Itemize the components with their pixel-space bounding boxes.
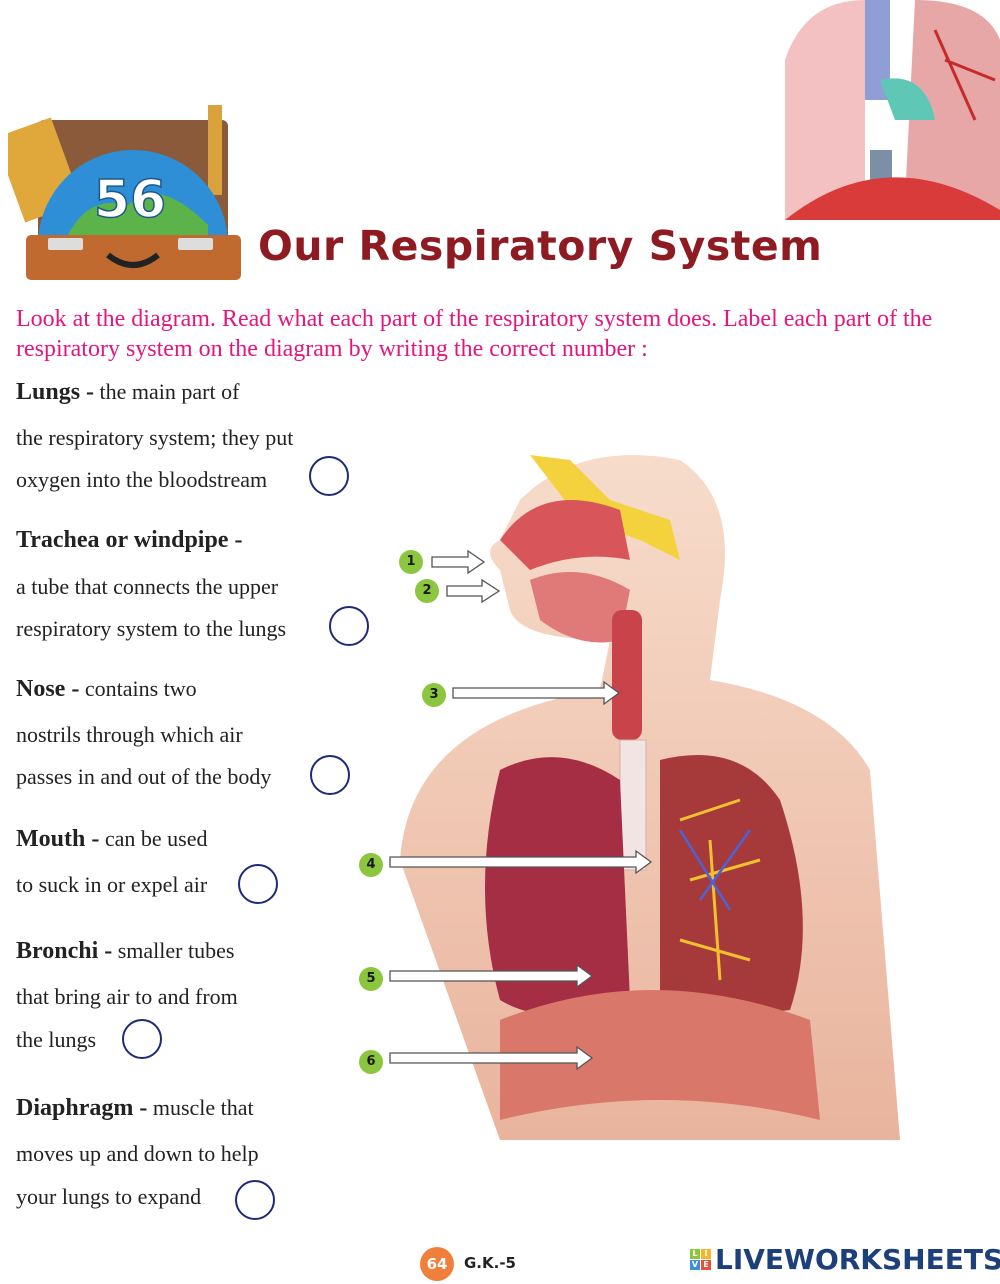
- instructions: Look at the diagram. Read what each part…: [16, 306, 933, 362]
- desc-text: your lungs to expand: [16, 1184, 202, 1209]
- desc-text: can be used: [104, 826, 208, 851]
- liveworksheets-logo-icon: L I V E: [690, 1249, 711, 1270]
- term-nose: Nose -: [16, 676, 80, 702]
- answer-circle-mouth[interactable]: [238, 864, 278, 904]
- desc-text: a tube that connects the upper: [16, 574, 279, 599]
- diaphragm-description-line: Diaphragm - muscle that: [16, 1095, 254, 1122]
- desc-text: the main part of: [99, 379, 240, 404]
- liveworksheets-brand[interactable]: L I V E LIVEWORKSHEETS: [690, 1243, 1000, 1276]
- label-badge-1: 1: [399, 550, 423, 574]
- label-badge-5: 5: [359, 967, 383, 991]
- desc-text: the lungs: [16, 1027, 97, 1052]
- desc-text: moves up and down to help: [16, 1141, 259, 1166]
- desc-text: oxygen into the bloodstream: [16, 467, 268, 492]
- term-trachea: Trachea or windpipe -: [16, 527, 243, 553]
- trachea-description-line: Trachea or windpipe -: [16, 527, 242, 554]
- mouth-description-line: Mouth - can be used: [16, 826, 207, 853]
- desc-text: the respiratory system; they put: [16, 425, 294, 450]
- term-diaphragm: Diaphragm -: [16, 1095, 148, 1121]
- desc-text: muscle that: [152, 1095, 254, 1120]
- label-badge-3: 3: [422, 683, 446, 707]
- brand-name: LIVEWORKSHEETS: [715, 1243, 1000, 1276]
- label-badge-2: 2: [415, 579, 439, 603]
- answer-circle-diaphragm[interactable]: [235, 1180, 275, 1220]
- desc-text: that bring air to and from: [16, 984, 238, 1009]
- lungs-description-line: Lungs - the main part of: [16, 379, 239, 406]
- term-bronchi: Bronchi -: [16, 938, 113, 964]
- suitcase-globe-emblem: 56: [8, 105, 241, 280]
- term-mouth: Mouth -: [16, 826, 100, 852]
- desc-text: smaller tubes: [117, 938, 235, 963]
- lesson-number: 56: [94, 170, 166, 230]
- lungs-photo: [785, 0, 1000, 220]
- page-title: Our Respiratory System: [258, 222, 823, 270]
- desc-text: to suck in or expel air: [16, 872, 208, 897]
- answer-circle-lungs[interactable]: [309, 456, 349, 496]
- label-badge-6: 6: [359, 1050, 383, 1074]
- desc-text: nostrils through which air: [16, 722, 243, 747]
- label-badge-4: 4: [359, 853, 383, 877]
- desc-text: contains two: [84, 676, 197, 701]
- answer-circle-bronchi[interactable]: [122, 1019, 162, 1059]
- term-lungs: Lungs -: [16, 379, 95, 405]
- respiratory-system-diagram: [400, 455, 900, 1140]
- nose-description-line: Nose - contains two: [16, 676, 197, 703]
- desc-text: passes in and out of the body: [16, 764, 272, 789]
- answer-circle-nose[interactable]: [310, 755, 350, 795]
- desc-text: respiratory system to the lungs: [16, 616, 287, 641]
- answer-circle-trachea[interactable]: [329, 606, 369, 646]
- page-number: 64: [420, 1247, 454, 1281]
- book-code: G.K.-5: [464, 1254, 516, 1272]
- bronchi-description-line: Bronchi - smaller tubes: [16, 938, 234, 965]
